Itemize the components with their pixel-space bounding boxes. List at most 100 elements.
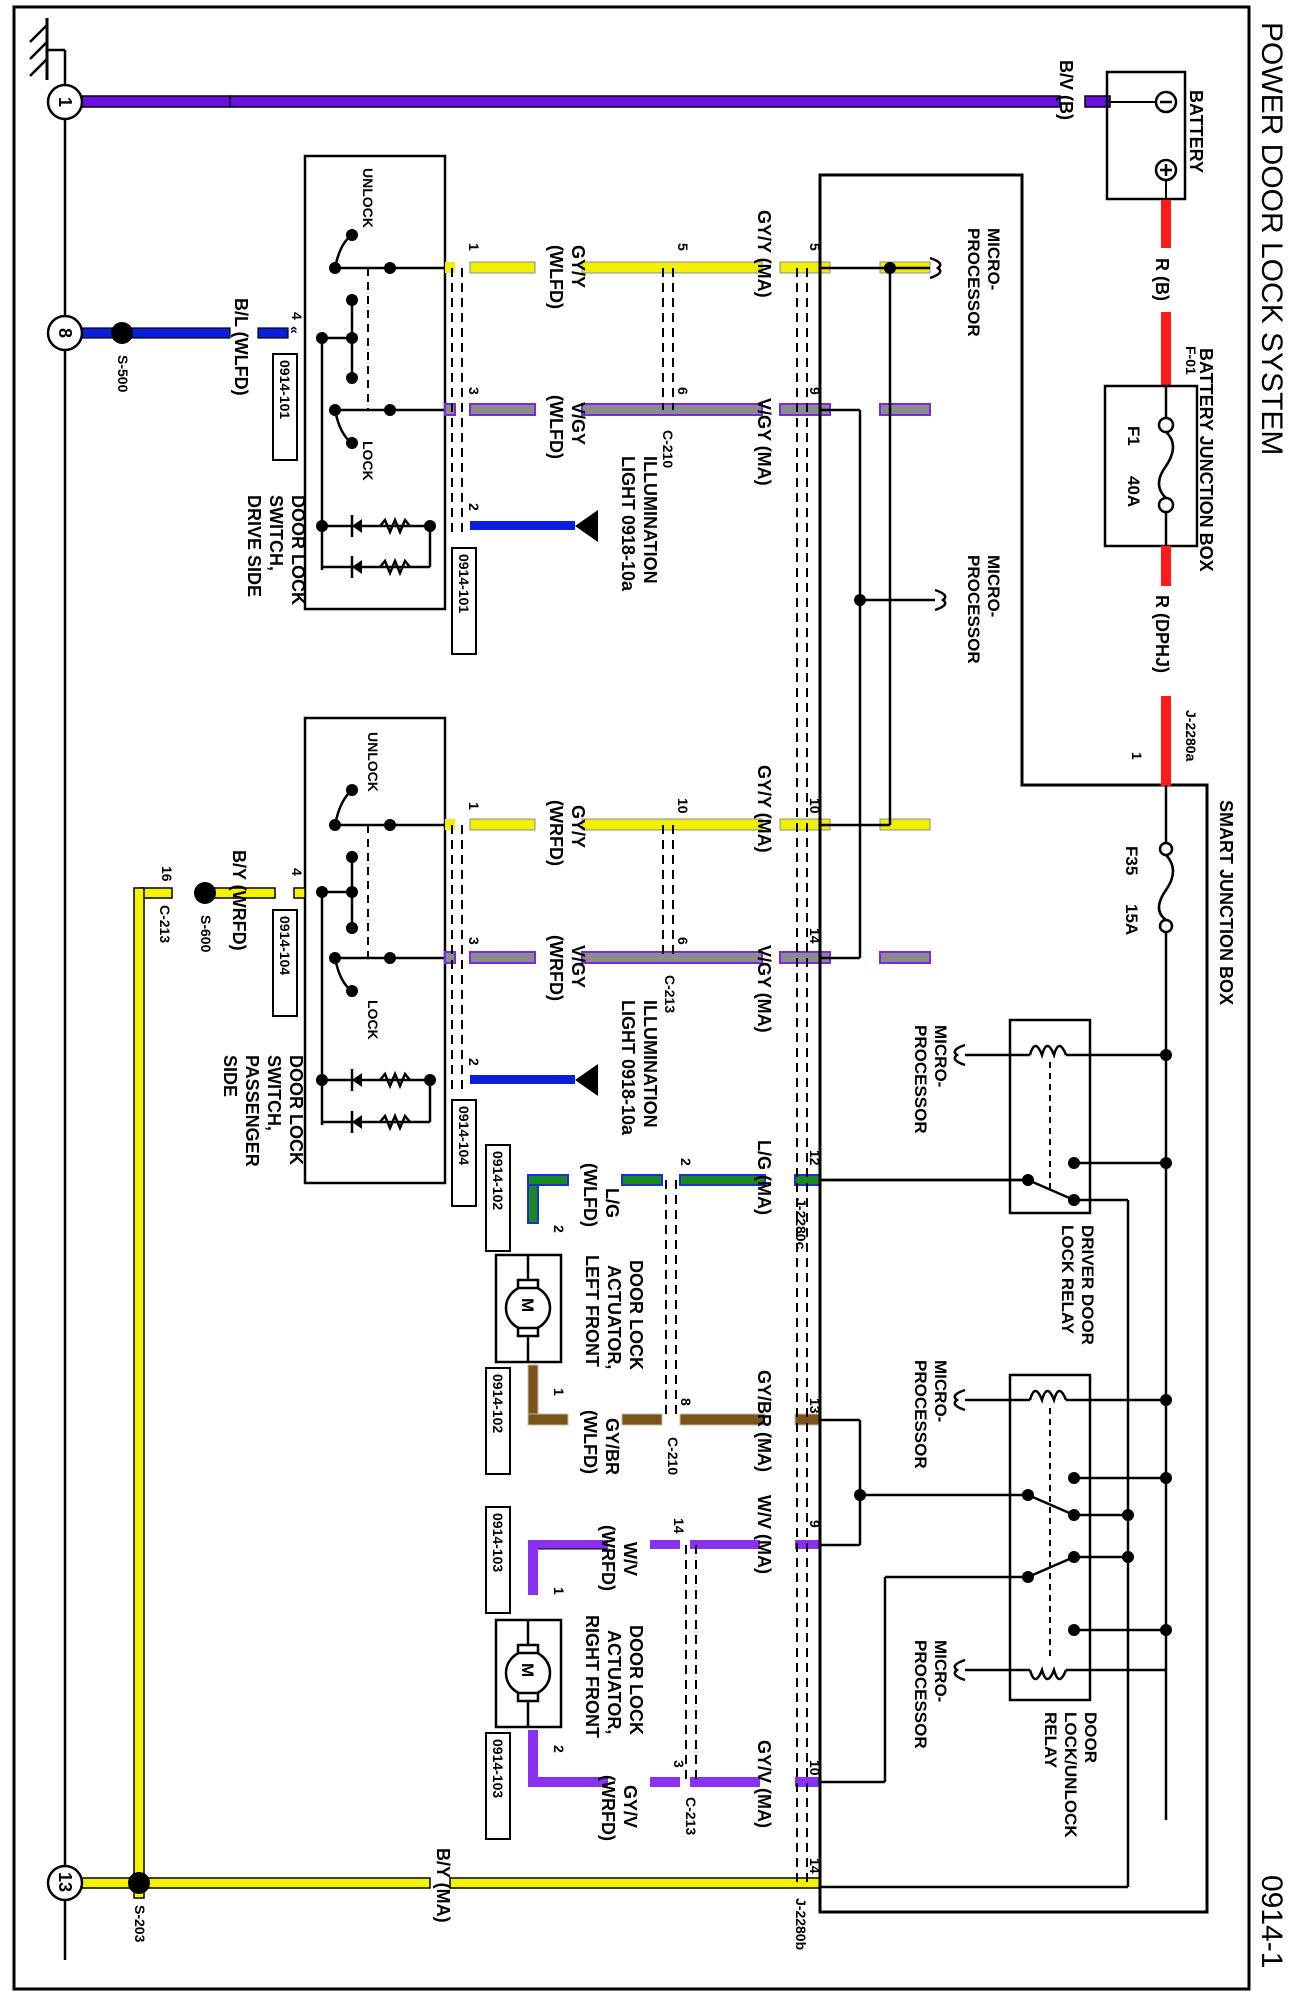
illumination-drive-label-1: ILLUMINATION: [640, 456, 660, 584]
ref-box-0914-101: [272, 353, 298, 461]
wire-label-lg-wlfd-1: L/G: [602, 1188, 622, 1218]
wire-label-gyy-ma-drive: GY/Y (MA): [754, 210, 774, 298]
wire-gybr: [527, 1364, 821, 1426]
ground-point-13: [46, 1864, 84, 1902]
wire-label-lg-ma: L/G (MA): [754, 1140, 774, 1215]
wire-r-b: [1161, 312, 1171, 387]
svg-text:1: 1: [466, 802, 482, 810]
pin-label: 4: [289, 868, 305, 876]
pin-label: 2: [551, 1745, 567, 1753]
switch-drive-lock-label: LOCK: [360, 441, 376, 481]
wire-r-b: [1161, 200, 1171, 248]
motor-left-symbol: M: [518, 1298, 537, 1312]
connector-j2280a-label: J-2280a: [1183, 710, 1199, 762]
internal-switch-bus: [820, 256, 947, 960]
actuator-left-label-2: ACTUATOR,: [604, 1265, 624, 1369]
lock-unlock-relay-wiring: [820, 1388, 1166, 1889]
fuse-f1-label: F1: [1124, 426, 1143, 446]
microprocessor-label-2b: PROCESSOR: [964, 555, 983, 664]
ground-point-8: [46, 314, 84, 352]
ref-label: 0914-104: [277, 916, 293, 975]
battery-junction-box-label: BATTERY JUNCTION BOX: [1196, 348, 1216, 572]
ref-box-0914-102-top: [485, 1144, 511, 1252]
lock-unlock-relay-label-2: LOCK/UNLOCK: [1061, 1712, 1080, 1838]
svg-text:2: 2: [678, 1158, 694, 1166]
switch-drive-label-2: SWITCH,: [266, 495, 286, 571]
switch-passenger-box: [303, 716, 447, 1185]
wire-label-gyy-wrfd-1: GY/Y: [568, 805, 588, 848]
svg-text:2: 2: [466, 1058, 482, 1066]
svg-text:5: 5: [675, 243, 691, 251]
lock-unlock-relay-label-3: RELAY: [1041, 1712, 1060, 1769]
wire-label-gyv-ma: GY/V (MA): [754, 1740, 774, 1828]
wire-label-vgy-wlfd-1: V/GY: [568, 402, 588, 445]
splice-s500-label: S-500: [115, 355, 131, 393]
driver-relay-box: [1008, 1018, 1092, 1215]
switch-drive-unlock-label: UNLOCK: [360, 168, 376, 228]
smart-junction-box-outline: [818, 173, 1209, 1914]
wire-label-r-b: R (B): [1152, 258, 1172, 301]
svg-text:3: 3: [466, 387, 482, 395]
svg-text:C-213: C-213: [683, 1797, 699, 1835]
page-frame: [12, 5, 1251, 1991]
svg-text:3: 3: [466, 937, 482, 945]
wire-label-by-wrfd: B/Y (WRFD): [229, 850, 249, 951]
ref-label: 0914-102: [490, 1374, 506, 1433]
illumination-drive-label-2: LIGHT 0918-10a: [618, 456, 638, 592]
fuse-f1-rating: 40A: [1124, 476, 1143, 507]
wire-wv: [528, 1540, 820, 1595]
switch-drive-box: [303, 154, 447, 611]
connector-c213-actuator: 14 3 C-213: [671, 1518, 699, 1835]
wire-label-gybr-ma: GY/BR (MA): [754, 1370, 774, 1472]
illumination-passenger-icon: [575, 1064, 598, 1096]
wire-label-gyv-wrfd-2: (WRFD): [598, 1775, 618, 1841]
ref-label: 0914-103: [490, 1513, 506, 1572]
illumination-passenger-label-2: LIGHT 0918-10a: [618, 1000, 638, 1136]
microprocessor-label-1b: PROCESSOR: [964, 228, 983, 337]
microprocessor-label-5a: MICRO-: [931, 1640, 950, 1702]
illumination-drive-icon: [575, 510, 598, 542]
svg-text:C-213: C-213: [662, 975, 678, 1013]
actuator-left-label-3: LEFT FRONT: [582, 1255, 602, 1367]
ref-label: 0914-101: [456, 554, 472, 613]
wire-label-gybr-wlfd-2: (WLFD): [580, 1410, 600, 1474]
page-number: 0914-1: [1255, 1875, 1288, 1968]
lock-unlock-relay-label-1: DOOR: [1081, 1712, 1100, 1763]
svg-text:1: 1: [466, 243, 482, 251]
microprocessor-label-3b: PROCESSOR: [911, 1025, 930, 1134]
microprocessor-label-5b: PROCESSOR: [911, 1640, 930, 1749]
battery-junction-box: [1103, 384, 1199, 548]
svg-text:8: 8: [678, 1398, 694, 1406]
pin-label: 9: [807, 387, 823, 395]
lock-unlock-relay-box: [1008, 1373, 1092, 1702]
ref-label: 0914-104: [456, 1106, 472, 1165]
connector-chevron-icon: «: [287, 326, 303, 334]
actuator-right-label-1: DOOR LOCK: [626, 1625, 646, 1735]
wire-label-wv-wrfd-2: (WRFD): [598, 1525, 618, 1591]
svg-text:3: 3: [671, 1760, 687, 1768]
battery-box: [1105, 70, 1187, 201]
junction-dot: [884, 262, 896, 274]
battery-label: BATTERY: [1186, 90, 1206, 173]
ref-label: 0914-102: [490, 1151, 506, 1210]
wire-label-wv-wrfd-1: W/V: [620, 1542, 640, 1576]
fuse-f35-label: F35: [1122, 846, 1141, 875]
ref-box-0914-103-top: [485, 1506, 511, 1614]
splice-s203: [128, 1872, 150, 1894]
wire-label-lg-wlfd-2: (WLFD): [580, 1163, 600, 1227]
ground-point-1-label: 1: [55, 97, 75, 107]
wire-label-bv-b: B/V (B): [1056, 60, 1076, 120]
svg-text:14: 14: [671, 1518, 687, 1534]
wire-label-vgy-wlfd-2: (WLFD): [546, 395, 566, 459]
wire-label-vgy-ma-passenger: V/GY (MA): [754, 945, 774, 1033]
wire-label-wv-ma: W/V (MA): [754, 1495, 774, 1574]
pin-label: 5: [807, 243, 823, 251]
switch-passenger-lock-label: LOCK: [365, 1000, 381, 1040]
svg-text:6: 6: [675, 937, 691, 945]
svg-text:2: 2: [466, 503, 482, 511]
microprocessor-label-4b: PROCESSOR: [911, 1360, 930, 1469]
ref-label: 0914-101: [277, 360, 293, 419]
wire-gyv: [528, 1730, 820, 1787]
fuse-f1-icon: [1157, 386, 1175, 546]
wire-bl: [257, 327, 289, 339]
